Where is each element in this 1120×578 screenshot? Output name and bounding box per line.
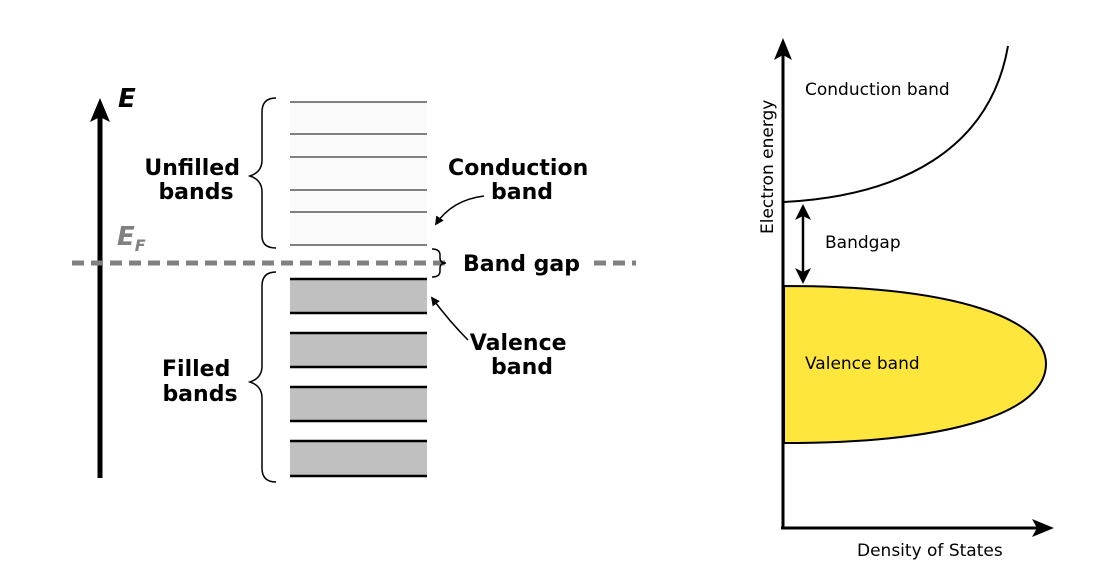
- bandgap-arrowhead-bottom: [795, 268, 811, 284]
- band-gap-label: Band gap: [463, 252, 580, 277]
- filled-bands-label: Filled bands: [162, 357, 238, 407]
- unfilled-band-region: [290, 102, 427, 246]
- left-band-diagram: E EF: [72, 84, 636, 483]
- filled-bands: [290, 277, 427, 478]
- conduction-band-label: Conduction band: [448, 156, 596, 205]
- dos-conduction-label: Conduction band: [805, 80, 950, 100]
- unfilled-brace: [247, 97, 277, 249]
- band-gap-brace: [431, 248, 447, 278]
- conduction-pointer-arrow: [435, 195, 485, 226]
- valence-band-region: [783, 284, 1048, 445]
- x-axis-label: Density of States: [857, 541, 1003, 561]
- filled-brace: [247, 271, 277, 483]
- bandgap-arrowhead-top: [795, 204, 811, 220]
- valence-band-label: Valence band: [470, 331, 574, 380]
- conduction-band-curve: [783, 45, 1009, 203]
- filled-band: [290, 387, 427, 421]
- y-axis-arrowhead: [774, 38, 792, 60]
- filled-band: [290, 441, 427, 476]
- dos-bandgap-label: Bandgap: [825, 233, 901, 253]
- filled-band: [290, 333, 427, 367]
- unfilled-bands-label: Unfilled bands: [144, 156, 247, 205]
- y-axis-label: Electron energy: [758, 100, 778, 234]
- energy-axis-label: E: [118, 84, 136, 114]
- valence-pointer-arrow: [430, 296, 469, 341]
- x-axis-arrowhead: [1032, 519, 1054, 537]
- right-dos-diagram: Conduction band Bandgap Valence band Den…: [758, 38, 1054, 561]
- energy-axis-arrowhead: [90, 98, 110, 122]
- unfilled-bands: [290, 101, 427, 246]
- filled-band: [290, 279, 427, 313]
- dos-valence-label: Valence band: [805, 354, 920, 374]
- fermi-level-label: EF: [117, 222, 146, 255]
